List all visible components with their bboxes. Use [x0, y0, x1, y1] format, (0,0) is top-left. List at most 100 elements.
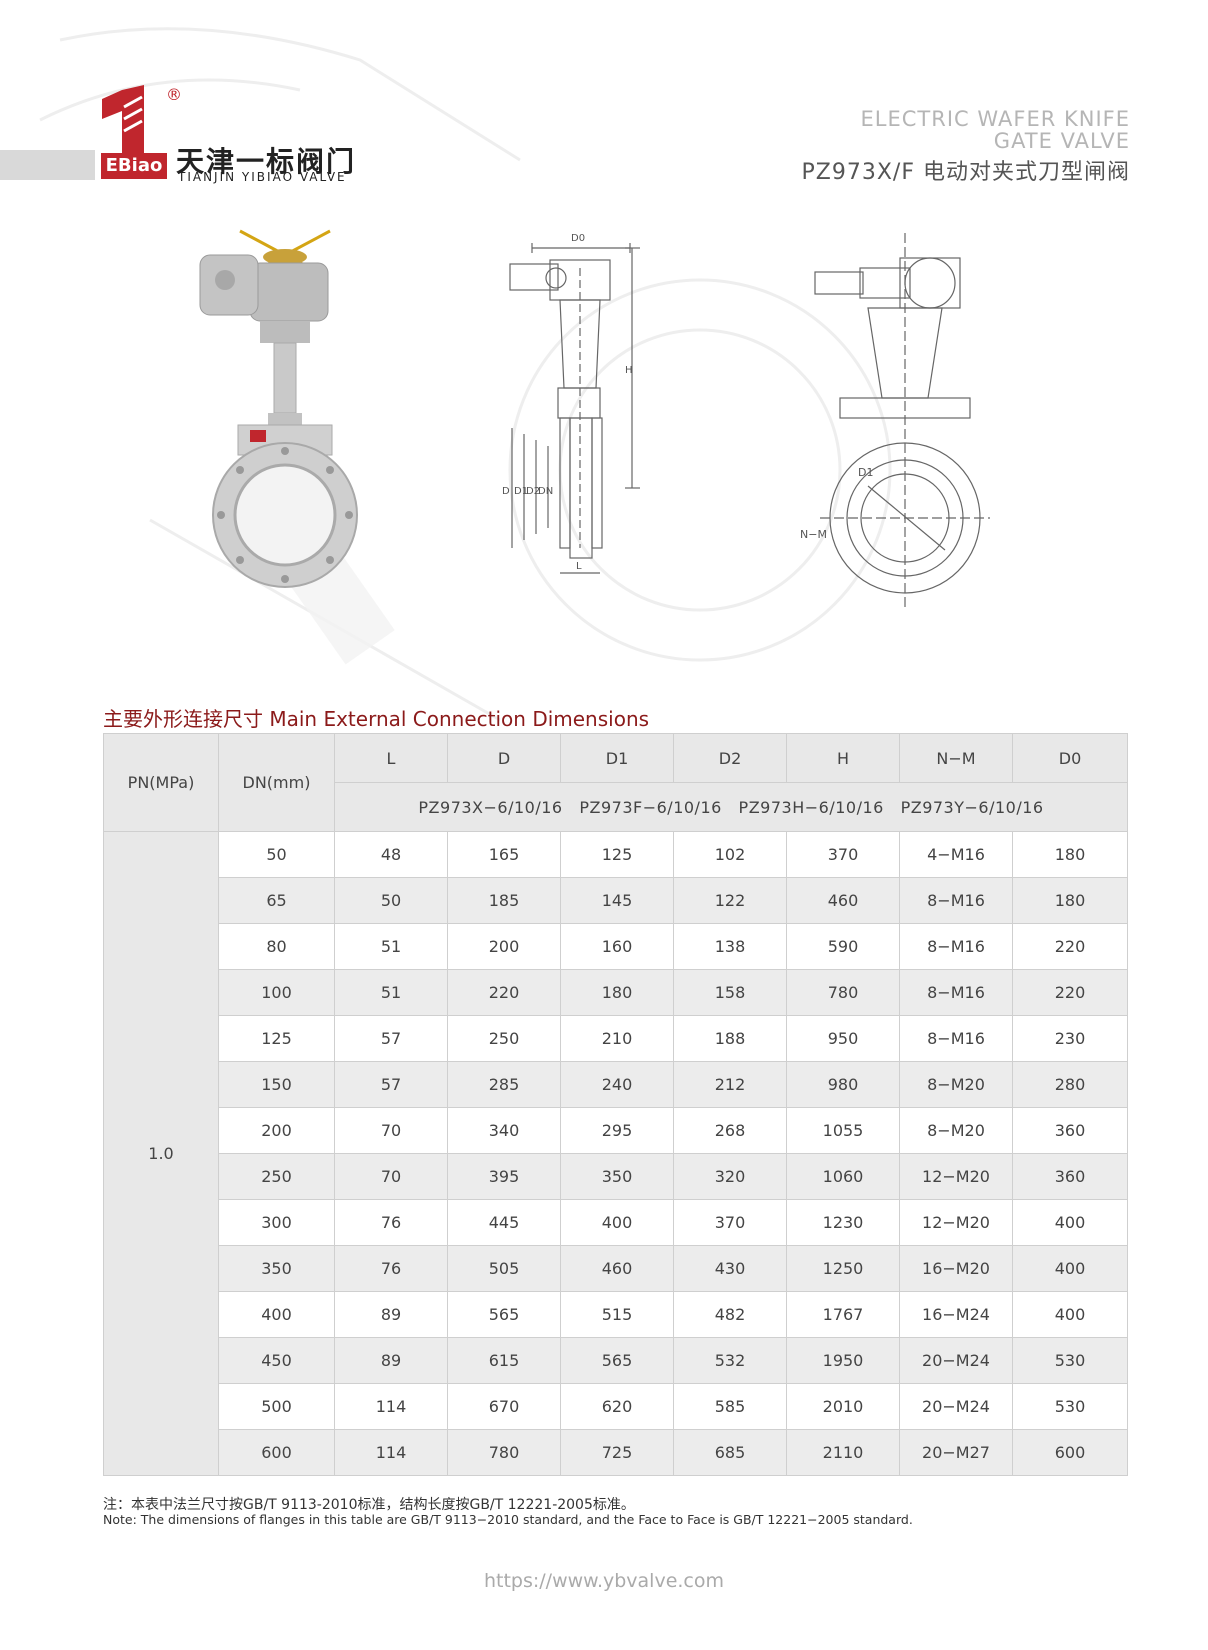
table-cell: 188	[673, 1015, 787, 1062]
table-cell: 12−M20	[899, 1199, 1013, 1246]
header-d1: D1	[560, 733, 674, 783]
table-cell: 185	[447, 877, 561, 924]
dn-cell: 150	[218, 1061, 335, 1108]
table-cell: 685	[673, 1429, 787, 1476]
table-cell: 505	[447, 1245, 561, 1292]
table-cell: 51	[334, 923, 448, 970]
table-cell: 360	[1012, 1107, 1128, 1154]
dim-d1-circle-label: D1	[858, 466, 873, 479]
brand-name-en: TIANJIN YIBIAO VALVE	[178, 170, 347, 184]
header-d: D	[447, 733, 561, 783]
dim-l-label: L	[576, 561, 582, 572]
model-list: PZ973X−6/10/16 PZ973F−6/10/16 PZ973H−6/1…	[334, 782, 1128, 832]
dim-h-label: H	[625, 365, 633, 376]
table-cell: 158	[673, 969, 787, 1016]
header-dn: DN(mm)	[218, 733, 335, 832]
table-cell: 76	[334, 1245, 448, 1292]
table-cell: 350	[560, 1153, 674, 1200]
table-cell: 1060	[786, 1153, 900, 1200]
table-cell: 57	[334, 1061, 448, 1108]
product-title-cn: PZ973X/F 电动对夹式刀型闸阀	[801, 160, 1130, 185]
table-cell: 8−M16	[899, 877, 1013, 924]
dn-cell: 50	[218, 831, 335, 878]
header-h: H	[786, 733, 900, 783]
dn-cell: 80	[218, 923, 335, 970]
table-cell: 590	[786, 923, 900, 970]
table-cell: 220	[1012, 923, 1128, 970]
note-en: Note: The dimensions of flanges in this …	[103, 1512, 913, 1527]
table-cell: 268	[673, 1107, 787, 1154]
table-cell: 200	[447, 923, 561, 970]
table-cell: 725	[560, 1429, 674, 1476]
dn-cell: 350	[218, 1245, 335, 1292]
dn-cell: 125	[218, 1015, 335, 1062]
table-cell: 532	[673, 1337, 787, 1384]
table-cell: 1230	[786, 1199, 900, 1246]
table-cell: 8−M16	[899, 1015, 1013, 1062]
front-view-drawing: D1 N−M	[800, 233, 990, 608]
table-cell: 220	[1012, 969, 1128, 1016]
table-cell: 600	[1012, 1429, 1128, 1476]
product-title-en: ELECTRIC WAFER KNIFE GATE VALVE	[710, 108, 1130, 152]
table-cell: 980	[786, 1061, 900, 1108]
header-nm: N−M	[899, 733, 1013, 783]
brand-name-cn: 天津一标阀门	[176, 145, 357, 178]
table-cell: 950	[786, 1015, 900, 1062]
dn-cell: 200	[218, 1107, 335, 1154]
table-cell: 50	[334, 877, 448, 924]
table-cell: 20−M27	[899, 1429, 1013, 1476]
header-d0: D0	[1012, 733, 1128, 783]
table-header-row: PN(MPa) DN(mm) L D D1 D2 H N−M D0	[103, 733, 1128, 832]
dn-cell: 100	[218, 969, 335, 1016]
table-cell: 165	[447, 831, 561, 878]
table-cell: 102	[673, 831, 787, 878]
registered-mark: ®	[166, 85, 182, 104]
table-cell: 1250	[786, 1245, 900, 1292]
table-cell: 145	[560, 877, 674, 924]
table-cell: 1767	[786, 1291, 900, 1338]
table-cell: 395	[447, 1153, 561, 1200]
table-cell: 460	[786, 877, 900, 924]
title-en-line2: GATE VALVE	[993, 129, 1130, 153]
title-en-line1: ELECTRIC WAFER KNIFE	[860, 107, 1130, 131]
table-cell: 1055	[786, 1107, 900, 1154]
table-model-row: PZ973X−6/10/16 PZ973F−6/10/16 PZ973H−6/1…	[104, 782, 1128, 832]
website-url[interactable]: https://www.ybvalve.com	[483, 1570, 725, 1592]
table-cell: 320	[673, 1153, 787, 1200]
table-cell: 220	[447, 969, 561, 1016]
header-l: L	[334, 733, 448, 783]
table-cell: 89	[334, 1337, 448, 1384]
table-cell: 2010	[786, 1383, 900, 1430]
table-cell: 16−M24	[899, 1291, 1013, 1338]
table-cell: 48	[334, 831, 448, 878]
pn-value-cell: 1.0	[103, 831, 219, 1476]
table-cell: 12−M20	[899, 1153, 1013, 1200]
table-cell: 400	[560, 1199, 674, 1246]
dn-cell: 600	[218, 1429, 335, 1476]
table-cell: 530	[1012, 1337, 1128, 1384]
table-cell: 780	[447, 1429, 561, 1476]
table-cell: 250	[447, 1015, 561, 1062]
table-cell: 430	[673, 1245, 787, 1292]
table-cell: 620	[560, 1383, 674, 1430]
table-cell: 20−M24	[899, 1383, 1013, 1430]
dim-d0-label: D0	[571, 233, 585, 244]
table-cell: 445	[447, 1199, 561, 1246]
dim-d1-label: D1	[514, 486, 528, 497]
table-cell: 57	[334, 1015, 448, 1062]
table-cell: 1950	[786, 1337, 900, 1384]
table-cell: 8−M20	[899, 1107, 1013, 1154]
table-cell: 180	[560, 969, 674, 1016]
section-title: 主要外形连接尺寸 Main External Connection Dimens…	[103, 707, 650, 731]
table-cell: 285	[447, 1061, 561, 1108]
table-cell: 400	[1012, 1291, 1128, 1338]
